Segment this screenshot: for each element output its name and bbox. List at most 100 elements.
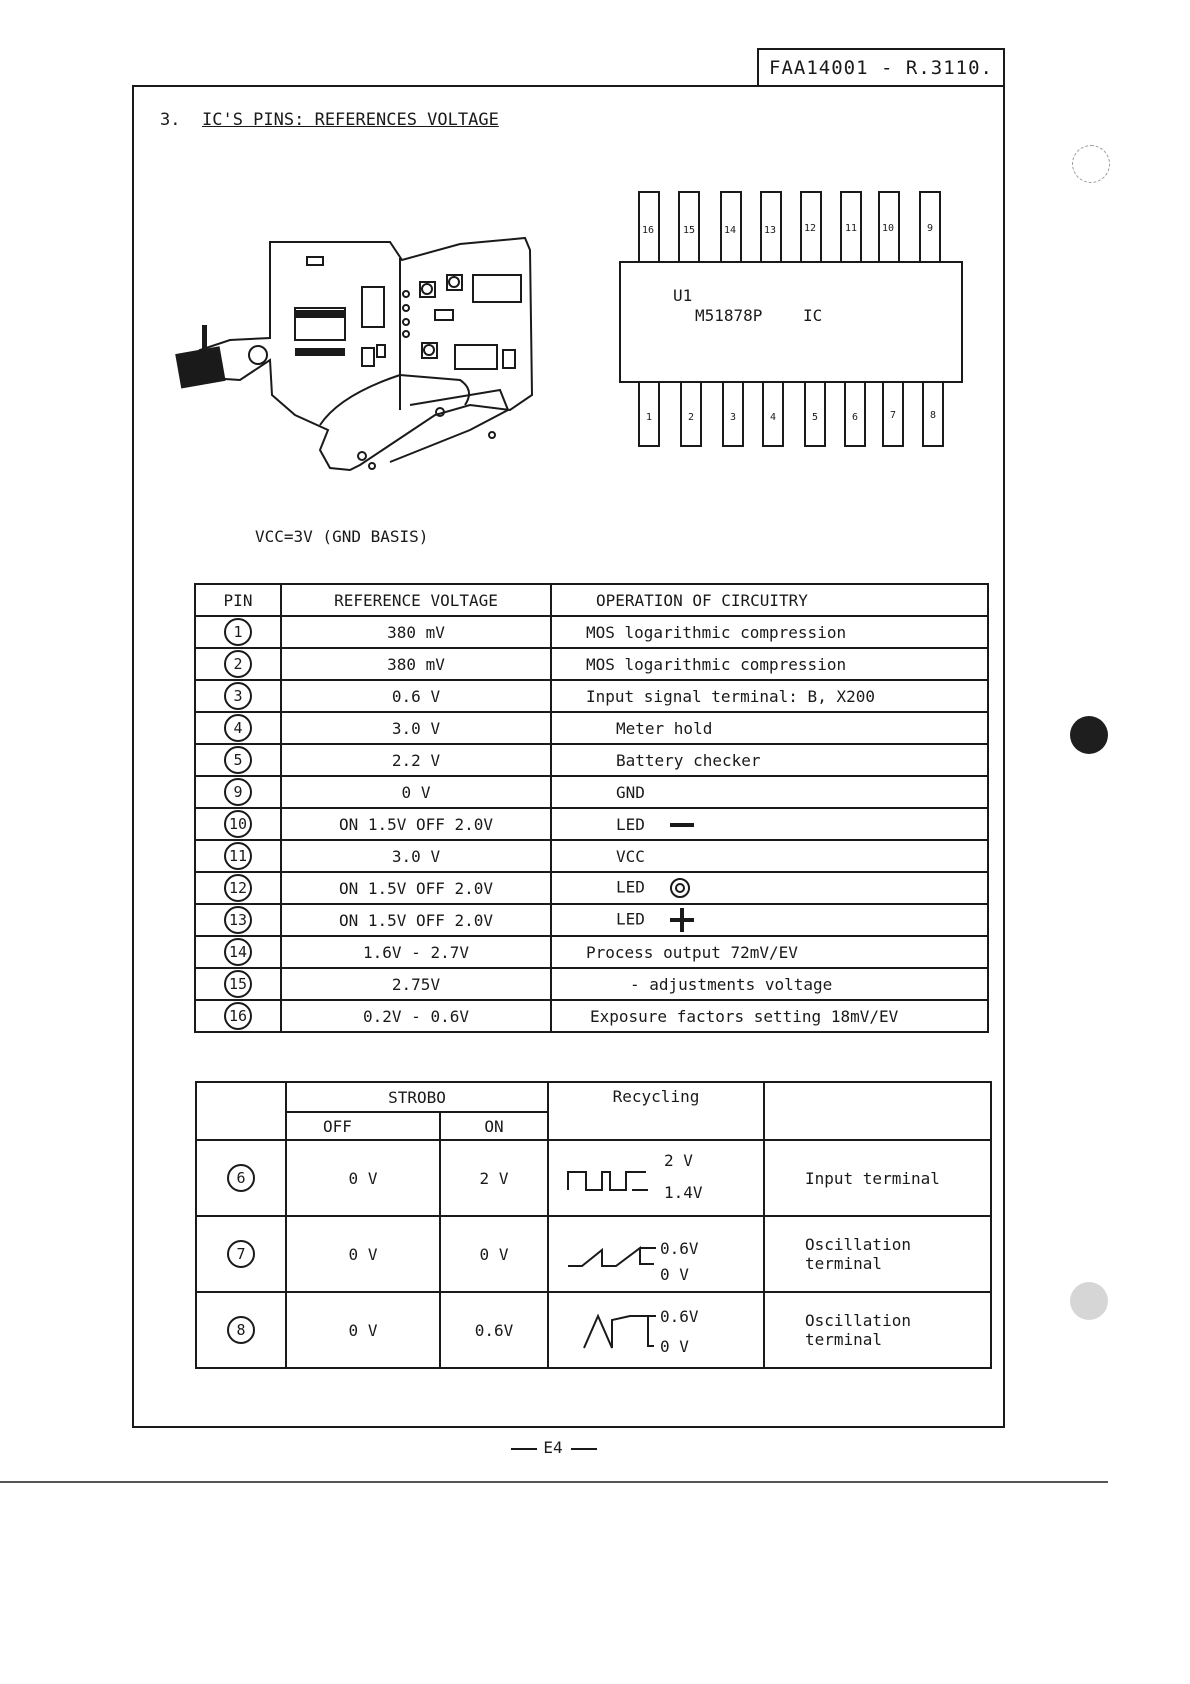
strobo-header: STROBO (285, 1081, 549, 1113)
pin-number: 10 (224, 810, 252, 838)
page-frame (132, 85, 1005, 1428)
pin-number: 13 (224, 906, 252, 934)
punch-hole (1072, 145, 1110, 183)
function-cell: Oscillation terminal (763, 1291, 992, 1369)
pcb-illustration (175, 236, 534, 472)
operation-cell: - adjustments voltage (550, 967, 989, 1001)
table-row: 11 3.0 V VCC (194, 839, 989, 873)
operation-cell: Exposure factors setting 18mV/EV (550, 999, 989, 1033)
blank-header (195, 1081, 287, 1141)
table-row: 10 ON 1.5V OFF 2.0V LED (194, 807, 989, 841)
operation-cell: MOS logarithmic compression (550, 615, 989, 649)
pin-number: 6 (227, 1164, 255, 1192)
col-header-voltage: REFERENCE VOLTAGE (280, 583, 552, 617)
table-row: 2 380 mV MOS logarithmic compression (194, 647, 989, 681)
voltage-cell: 380 mV (280, 615, 552, 649)
voltage-cell: 0.6 V (280, 679, 552, 713)
pin-number: 7 (227, 1240, 255, 1268)
plus-icon (669, 908, 694, 932)
table-header-row: PIN REFERENCE VOLTAGE OPERATION OF CIRCU… (194, 583, 989, 617)
on-value: 0.6V (439, 1291, 549, 1369)
operation-cell: VCC (550, 839, 989, 873)
voltage-cell: 1.6V - 2.7V (280, 935, 552, 969)
voltage-cell: 0.2V - 0.6V (280, 999, 552, 1033)
pin-number: 14 (224, 938, 252, 966)
ic-pin-15: 15 (683, 225, 695, 236)
table-row: 14 1.6V - 2.7V Process output 72mV/EV (194, 935, 989, 969)
table-row: 8 0 V 0.6V 0.6V 0 V Oscillation terminal (195, 1291, 992, 1369)
table-row: 3 0.6 V Input signal terminal: B, X200 (194, 679, 989, 713)
operation-cell: Meter hold (550, 711, 989, 745)
voltage-cell: ON 1.5V OFF 2.0V (280, 871, 552, 905)
wave-low-label: 1.4V (664, 1183, 703, 1202)
voltage-cell: ON 1.5V OFF 2.0V (280, 807, 552, 841)
recycling-header: Recycling (547, 1081, 765, 1141)
blank-header (763, 1081, 992, 1141)
ic-diagram: 16 15 14 13 12 11 10 9 1 2 3 4 5 6 7 8 U… (619, 191, 963, 447)
voltage-cell: 0 V (280, 775, 552, 809)
col-header-pin: PIN (194, 583, 282, 617)
off-value: 0 V (285, 1215, 441, 1293)
sawtooth-wave-icon: 0.6V 0 V (583, 1307, 699, 1356)
page-number: E4 (0, 1438, 1108, 1457)
square-wave-icon: 2 V 1.4V (567, 1151, 703, 1202)
on-value: 0 V (439, 1215, 549, 1293)
document-id: FAA14001 - R.3110. (757, 48, 1005, 85)
ic-label-part: M51878P (695, 306, 762, 325)
ic-pin-1: 1 (646, 412, 652, 423)
pin-number: 2 (224, 650, 252, 678)
bottom-rule (0, 1481, 1108, 1483)
on-header: ON (439, 1111, 549, 1141)
off-value: 0 V (285, 1139, 441, 1217)
table-row: 1 380 mV MOS logarithmic compression (194, 615, 989, 649)
wave-low-label: 0 V (660, 1337, 689, 1356)
ic-label-u: U1 (673, 286, 692, 305)
wave-low-label: 0 V (660, 1265, 689, 1284)
ic-pin-6: 6 (852, 412, 858, 423)
ic-pin-8: 8 (930, 410, 936, 421)
off-header: OFF (285, 1111, 441, 1141)
operation-cell: Process output 72mV/EV (550, 935, 989, 969)
ic-pin-13: 13 (764, 225, 776, 236)
ic-pin-4: 4 (770, 412, 776, 423)
operation-cell: LED (550, 807, 989, 841)
wave-high-label: 0.6V (660, 1307, 699, 1326)
ic-pin-10: 10 (882, 223, 894, 234)
section-number: 3. (160, 110, 181, 130)
section-title: IC'S PINS: REFERENCES VOLTAGE (202, 110, 499, 130)
operation-cell: GND (550, 775, 989, 809)
wave-high-label: 2 V (664, 1151, 693, 1170)
function-cell: Input terminal (763, 1139, 992, 1217)
pin-number: 8 (227, 1316, 255, 1344)
waveform-cell: 0.6V 0 V (547, 1215, 765, 1293)
col-header-operation: OPERATION OF CIRCUITRY (550, 583, 989, 617)
punch-hole (1070, 716, 1108, 754)
waveform-cell: 2 V 1.4V (547, 1139, 765, 1217)
operation-cell: LED (550, 903, 989, 937)
ic-pin-14: 14 (724, 225, 736, 236)
pin-number: 4 (224, 714, 252, 742)
ic-pin-3: 3 (730, 412, 736, 423)
operation-cell: Battery checker (550, 743, 989, 777)
ramp-wave-icon: 0.6V 0 V (568, 1239, 699, 1284)
strobe-table: STROBO Recycling OFF ON 6 0 V 2 V 2 V 1.… (195, 1081, 992, 1369)
table-row: 5 2.2 V Battery checker (194, 743, 989, 777)
operation-text: LED (616, 909, 645, 929)
table-row: 12 ON 1.5V OFF 2.0V LED (194, 871, 989, 905)
pin-number: 12 (224, 874, 252, 902)
voltage-cell: 380 mV (280, 647, 552, 681)
voltage-cell: ON 1.5V OFF 2.0V (280, 903, 552, 937)
punch-hole (1070, 1282, 1108, 1320)
pin-number: 1 (224, 618, 252, 646)
operation-text: LED (616, 877, 645, 897)
table-row: 13 ON 1.5V OFF 2.0V LED (194, 903, 989, 937)
minus-icon (669, 823, 694, 827)
operation-cell: Input signal terminal: B, X200 (550, 679, 989, 713)
waveform-cell: 0.6V 0 V (547, 1291, 765, 1369)
voltage-cell: 3.0 V (280, 839, 552, 873)
table-row: 9 0 V GND (194, 775, 989, 809)
pin-number: 9 (224, 778, 252, 806)
ic-pin-16: 16 (642, 225, 654, 236)
ic-pin-5: 5 (812, 412, 818, 423)
vcc-note: VCC=3V (GND BASIS) (255, 527, 429, 546)
